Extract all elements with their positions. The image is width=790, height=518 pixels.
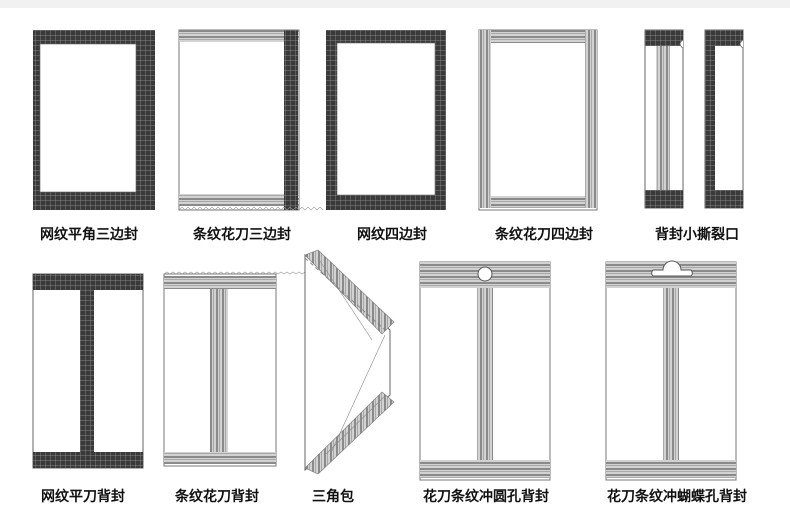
bag-mesh-flat-back-seal xyxy=(32,273,144,469)
bag-stripe-serrated-back-seal xyxy=(163,271,309,467)
label-serrated-stripe-butterfly-hole: 花刀条纹冲蝴蝶孔背封 xyxy=(607,489,747,505)
bag-triangle-pack xyxy=(304,249,395,475)
bag-back-seal-small-tear xyxy=(644,29,744,209)
label-mesh-flat-three-side: 网纹平角三边封 xyxy=(40,227,138,243)
bag-serrated-stripe-butterfly-hole xyxy=(605,260,737,481)
label-back-seal-small-tear: 背封小撕裂口 xyxy=(655,227,739,243)
bag-mesh-flat-three-side xyxy=(33,30,155,210)
label-mesh-four-side: 网纹四边封 xyxy=(357,227,427,243)
bag-stripe-serrated-four-side xyxy=(478,29,598,211)
label-stripe-serrated-back-seal: 条纹花刀背封 xyxy=(175,489,259,505)
bag-serrated-stripe-round-hole xyxy=(419,261,551,481)
bag-mesh-four-side xyxy=(326,30,446,210)
bag-stripe-serrated-three-side xyxy=(178,29,324,211)
label-stripe-serrated-three-side: 条纹花刀三边封 xyxy=(193,227,291,243)
label-serrated-stripe-round-hole: 花刀条纹冲圆孔背封 xyxy=(423,489,549,505)
label-triangle-pack: 三角包 xyxy=(312,489,354,505)
top-band xyxy=(0,0,790,8)
label-mesh-flat-back-seal: 网纹平刀背封 xyxy=(41,489,125,505)
label-stripe-serrated-four-side: 条纹花刀四边封 xyxy=(495,227,593,243)
